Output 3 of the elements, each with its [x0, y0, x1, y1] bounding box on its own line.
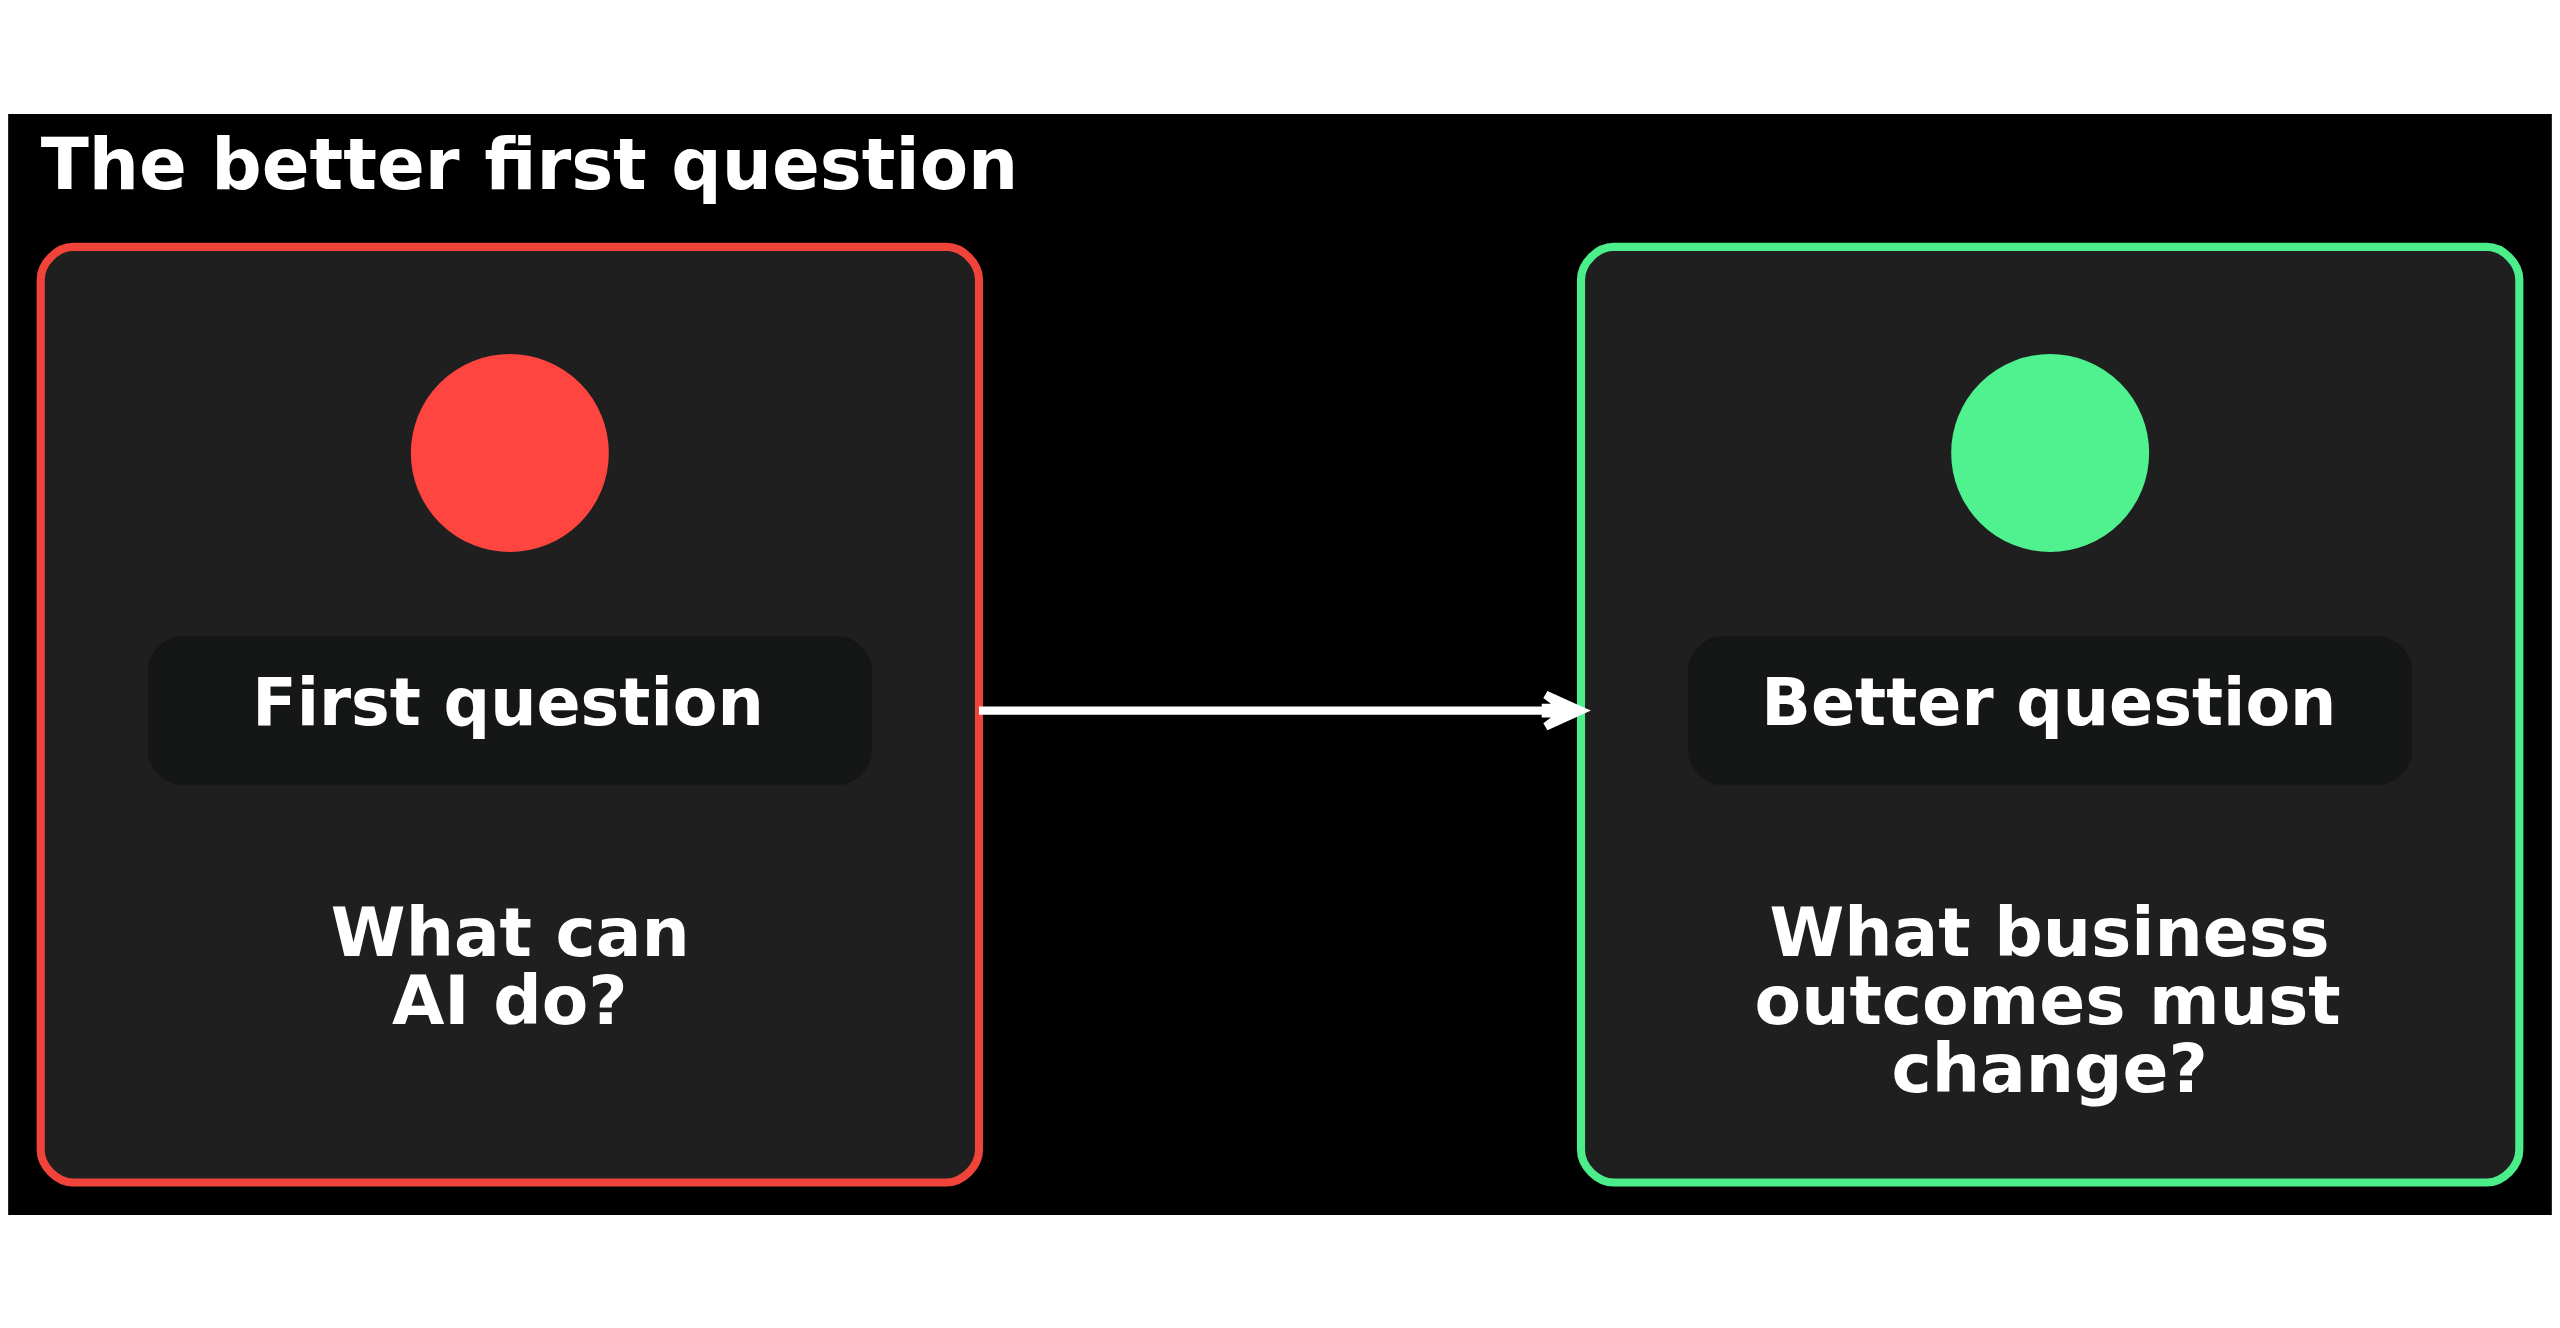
node-circle — [1951, 353, 2150, 552]
node-circle — [410, 353, 609, 552]
diagram-title: The better first question — [40, 123, 1019, 206]
